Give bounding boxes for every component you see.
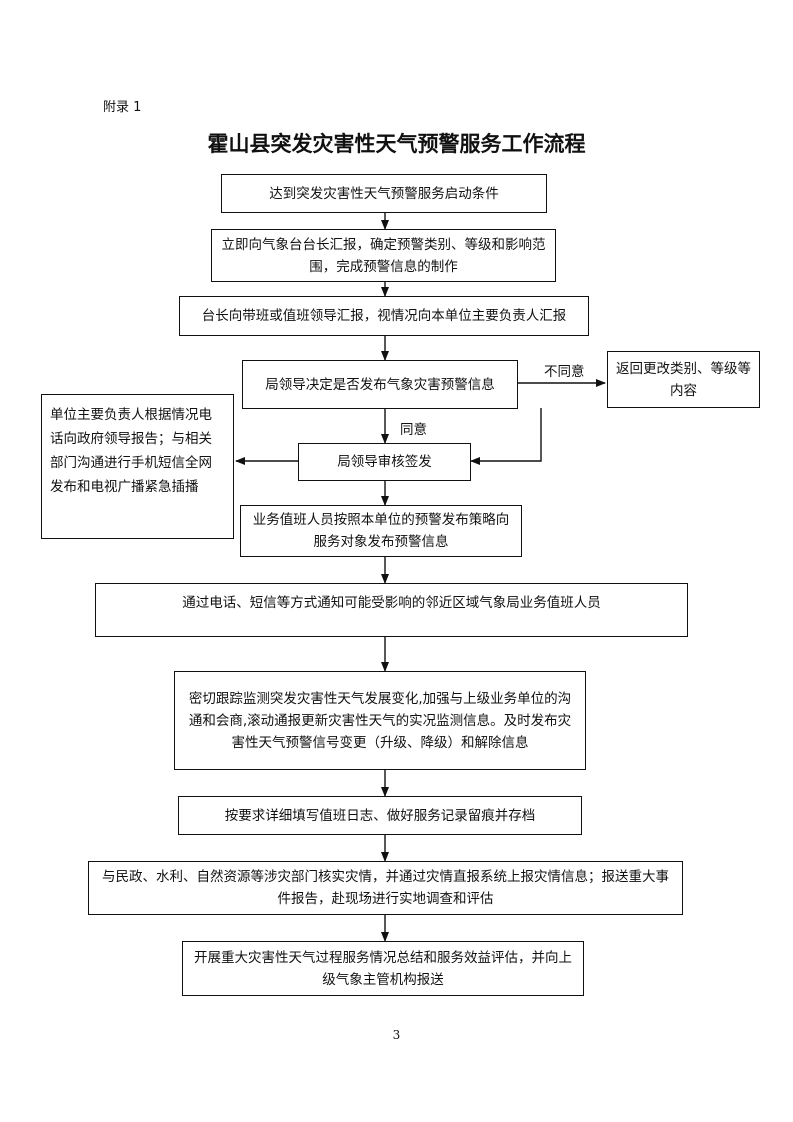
edge-label-disagree: 不同意 [544,364,585,380]
node-notify-neighbors: 通过电话、短信等方式通知可能受影响的邻近区域气象局业务值班人员 [95,583,688,637]
node-start-condition: 达到突发灾害性天气预警服务启动条件 [221,174,547,213]
node-gov-report: 单位主要负责人根据情况电话向政府领导报告；与相关部门沟通进行手机短信全网发布和电… [41,394,234,539]
edge-label-agree: 同意 [400,422,427,438]
arrow-n5-n7 [470,408,542,465]
node-summary-evaluation: 开展重大灾害性天气过程服务情况总结和服务效益评估，并向上级气象主管机构报送 [182,941,584,996]
node-leader-decision: 局领导决定是否发布气象灾害预警信息 [242,360,518,409]
page-title: 霍山县突发灾害性天气预警服务工作流程 [207,132,586,156]
node-leader-approve: 局领导审核签发 [298,443,471,481]
node-report-director: 立即向气象台台长汇报，确定预警类别、等级和影响范围，完成预警信息的制作 [211,229,556,282]
node-report-leader: 台长向带班或值班领导汇报，视情况向本单位主要负责人汇报 [179,296,589,336]
node-issue-warning: 业务值班人员按照本单位的预警发布策略向服务对象发布预警信息 [240,505,522,557]
node-return-modify: 返回更改类别、等级等内容 [607,351,760,408]
node-track-monitor: 密切跟踪监测突发灾害性天气发展变化,加强与上级业务单位的沟通和会商,滚动通报更新… [174,671,586,770]
page-number: 3 [392,1028,401,1042]
appendix-label: 附录 1 [103,100,142,115]
node-duty-log: 按要求详细填写值班日志、做好服务记录留痕并存档 [178,796,582,835]
node-verify-disaster: 与民政、水利、自然资源等涉灾部门核实灾情，并通过灾情直报系统上报灾情信息；报送重… [88,861,683,915]
